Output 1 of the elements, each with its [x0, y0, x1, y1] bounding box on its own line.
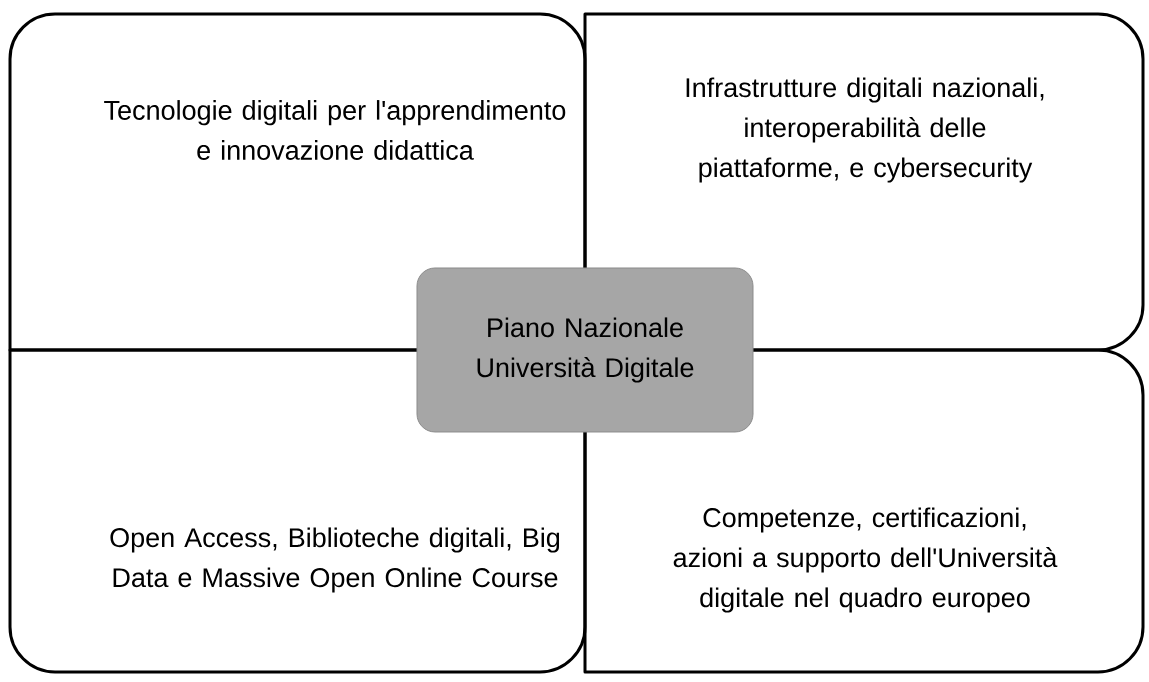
center-box: Piano Nazionale Università Digitale [416, 267, 754, 433]
